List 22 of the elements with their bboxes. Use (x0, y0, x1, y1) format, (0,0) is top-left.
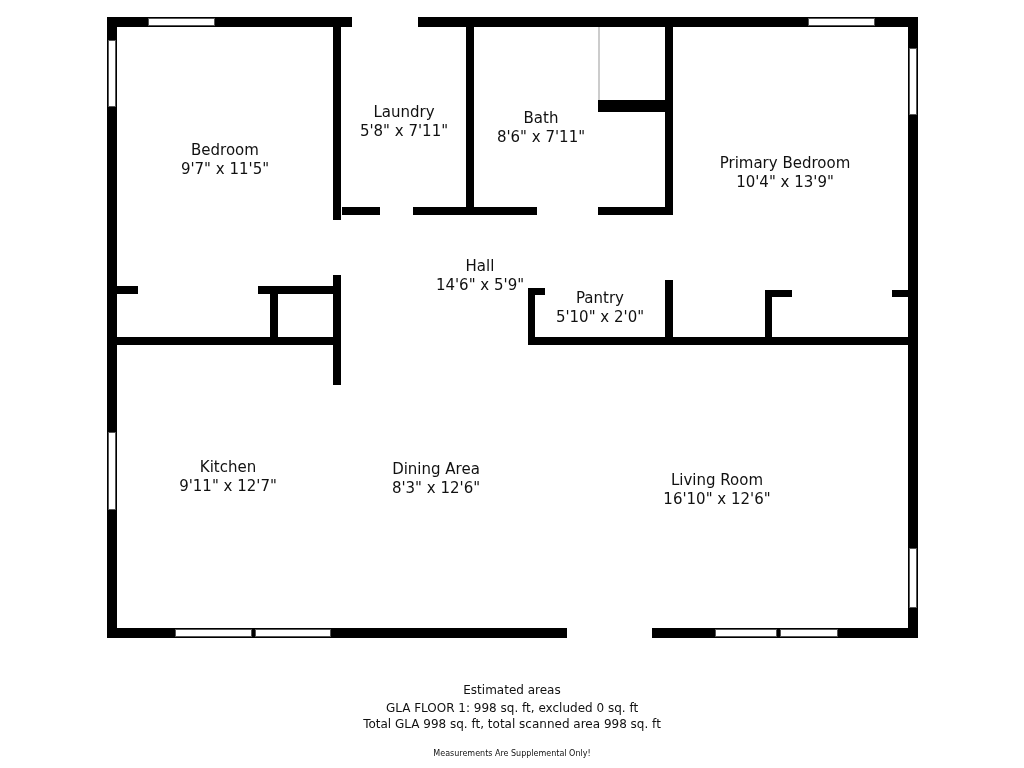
room-name: Hall (465, 257, 495, 276)
room-dimensions: 10'4" x 13'9" (736, 173, 834, 192)
room-dimensions: 8'3" x 12'6" (391, 479, 481, 498)
area-note: Total GLA 998 sq. ft, total scanned area 998 sq. ft (363, 717, 661, 731)
room-dimensions: 8'6" x 7'11" (496, 128, 586, 147)
room-dimensions: 9'11" x 12'7" (179, 477, 277, 496)
room-name: Dining Area (392, 460, 480, 479)
areas-heading: Estimated areas (463, 683, 561, 697)
room-name: Living Room (670, 471, 764, 490)
room-name: Primary Bedroom (719, 154, 851, 173)
room-dimensions: 5'8" x 7'11" (359, 122, 449, 141)
disclaimer-note: Measurements Are Supplemental Only! (433, 749, 591, 758)
room-dimensions: 16'10" x 12'6" (663, 490, 771, 509)
room-name: Bedroom (191, 141, 259, 160)
room-name: Bath (523, 109, 559, 128)
room-dimensions: 14'6" x 5'9" (435, 276, 525, 295)
room-dimensions: 9'7" x 11'5" (180, 160, 270, 179)
room-name: Kitchen (199, 458, 257, 477)
area-note: GLA FLOOR 1: 998 sq. ft, excluded 0 sq. ft (385, 701, 639, 715)
room-name: Laundry (373, 103, 435, 122)
room-dimensions: 5'10" x 2'0" (555, 308, 645, 327)
room-name: Pantry (576, 289, 624, 308)
